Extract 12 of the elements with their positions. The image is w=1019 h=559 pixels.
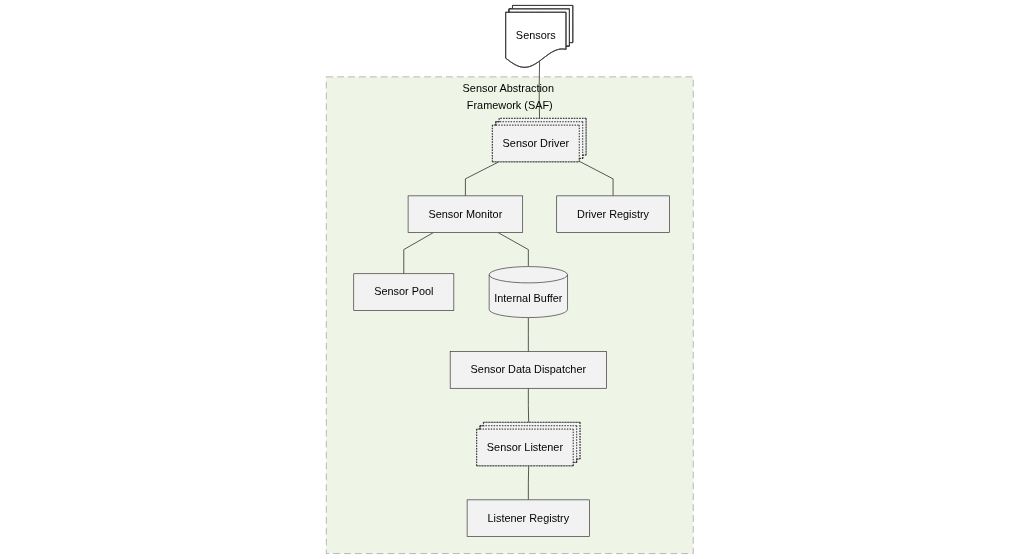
connector bbox=[538, 61, 540, 120]
connector bbox=[527, 387, 529, 424]
connector bbox=[578, 161, 614, 197]
connector bbox=[527, 317, 529, 352]
connector bbox=[497, 232, 529, 267]
connector bbox=[464, 161, 499, 197]
node-box: Listener Registry bbox=[466, 499, 590, 537]
node-box: Sensor Pool bbox=[353, 273, 454, 311]
node-box: Sensor Data Dispatcher bbox=[449, 351, 607, 389]
connector bbox=[527, 465, 529, 501]
node-box: Driver Registry bbox=[556, 195, 670, 233]
node-box: Sensor Monitor bbox=[407, 195, 523, 233]
